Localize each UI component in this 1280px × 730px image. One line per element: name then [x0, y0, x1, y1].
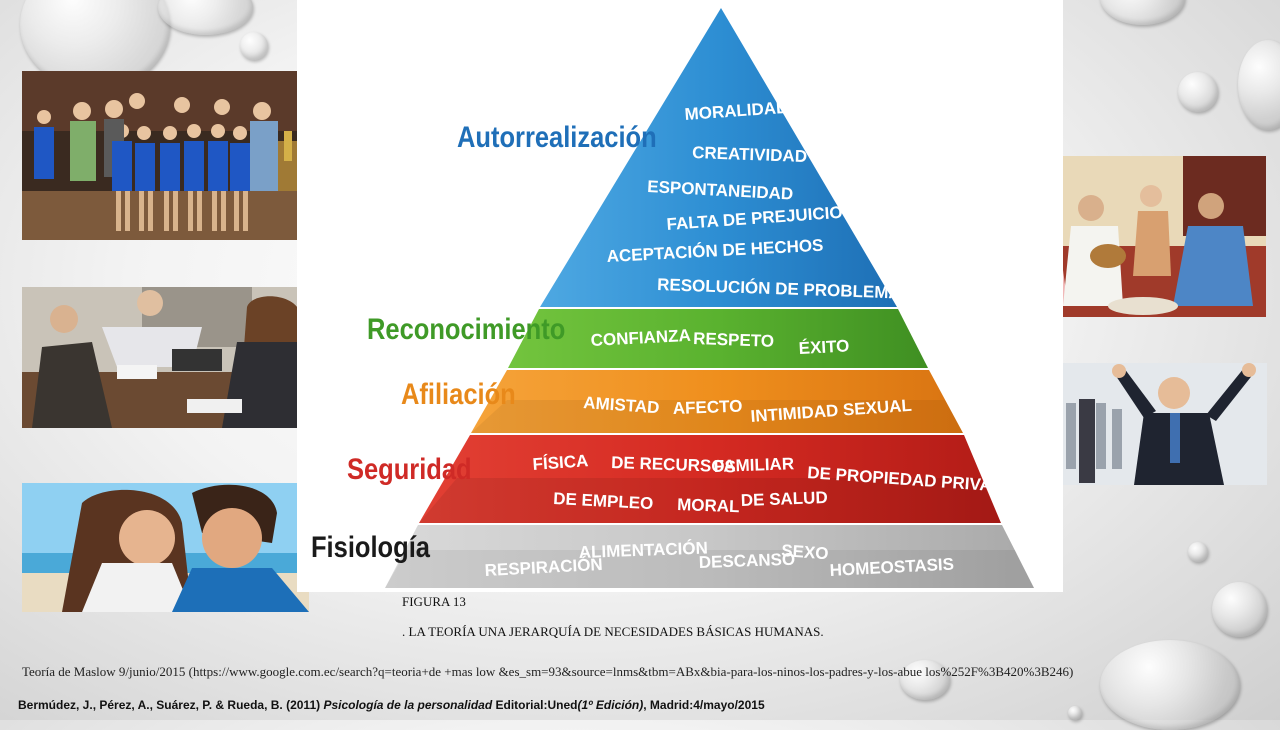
business-meeting-photo	[22, 287, 309, 428]
reference-edition: (1º Edición)	[577, 698, 644, 712]
water-drop-decoration	[900, 660, 950, 700]
source-citation: Teoría de Maslow 9/junio/2015 (https://w…	[22, 664, 1074, 679]
level-title-seguridad: Seguridad	[347, 452, 472, 485]
need-afecto: AFECTO	[672, 397, 742, 418]
need-exito: ÉXITO	[798, 336, 850, 358]
reference-authors: Bermúdez, J., Pérez, A., Suárez, P. & Ru…	[18, 698, 324, 712]
need-sexo: SEXO	[781, 541, 829, 563]
figure-title: . LA TEORÍA UNA JERARQUÍA DE NECESIDADES…	[402, 624, 824, 639]
need-alimentacion: ALIMENTACIÓN	[578, 539, 708, 562]
pyramid-level-reconocimiento	[508, 309, 928, 368]
pyramid-level-seguridad	[419, 435, 1001, 523]
need-creatividad: CREATIVIDAD	[692, 143, 808, 166]
figure-number: FIGURA 13	[402, 594, 466, 609]
level-title-reconocimiento: Reconocimiento	[367, 312, 565, 345]
water-drop-decoration	[240, 32, 268, 60]
water-drop-decoration	[1178, 72, 1218, 112]
pyramid-level-autorrealizacion	[540, 8, 897, 307]
pyramid-level-afiliacion	[471, 370, 963, 433]
pyramid-level-fisiologia	[385, 525, 1034, 588]
need-fisica: FÍSICA	[532, 451, 589, 474]
maslow-pyramid-diagram: Autorrealización Reconocimiento Afiliaci…	[297, 0, 1063, 592]
bibliographic-reference: Bermúdez, J., Pérez, A., Suárez, P. & Ru…	[18, 698, 765, 712]
water-drop-decoration	[1212, 582, 1267, 637]
water-drop-decoration	[1100, 0, 1185, 25]
water-drop-decoration	[1068, 706, 1082, 720]
need-moral: MORAL	[677, 495, 740, 516]
couple-beach-photo	[22, 483, 309, 612]
team-trophy-photo	[22, 71, 309, 240]
need-respeto: RESPETO	[693, 329, 775, 351]
water-drop-decoration	[1238, 40, 1280, 130]
need-de-recursos: DE RECURSOS	[611, 453, 736, 476]
water-drop-decoration	[158, 0, 253, 35]
need-familiar: FAMILIAR	[713, 454, 794, 476]
reference-book-title: Psicología de la personalidad	[323, 698, 493, 712]
reference-place-date: , Madrid:4/mayo/2015	[643, 698, 765, 712]
water-drop-decoration	[1188, 542, 1208, 562]
level-title-fisiologia: Fisiología	[311, 530, 430, 563]
water-drop-decoration	[1100, 640, 1240, 730]
level-title-afiliacion: Afiliación	[401, 377, 516, 410]
need-descanso: DESCANSO	[698, 550, 795, 572]
need-de-salud: DE SALUD	[740, 488, 828, 510]
level-title-autorrealizacion: Autorrealización	[457, 120, 657, 153]
reference-publisher: Editorial:Uned	[492, 698, 578, 712]
